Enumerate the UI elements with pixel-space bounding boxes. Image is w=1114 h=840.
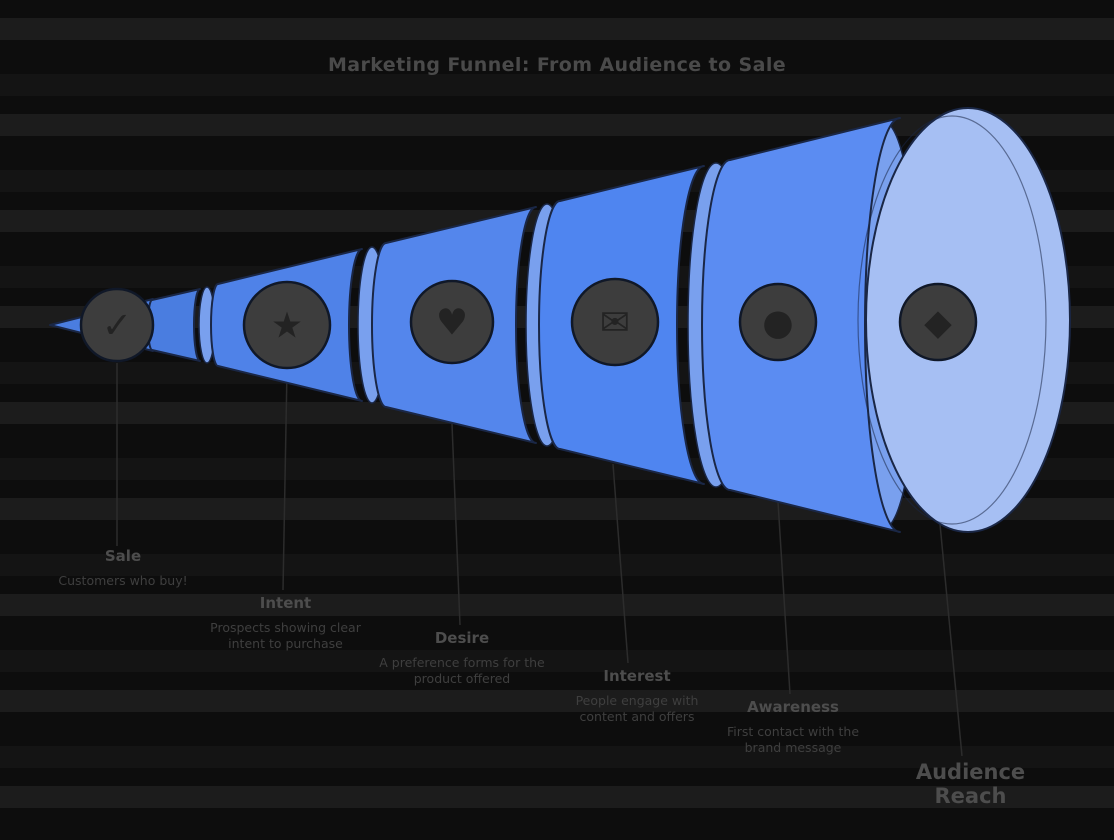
stage-desc: First contact with the brand message (726, 724, 860, 756)
stage-name: Intent (259, 594, 312, 612)
leader-line-2 (282, 369, 288, 591)
stage-name: Desire (434, 629, 490, 647)
leader-line-5 (777, 501, 791, 695)
badge-5 (738, 282, 818, 362)
leader-line-4 (612, 463, 629, 664)
stage-name: Audience Reach (915, 760, 1026, 809)
page-title: Marketing Funnel: From Audience to Sale (327, 54, 787, 76)
mail-icon: ✉ (600, 303, 630, 344)
stage-label-5: Awareness First contact with the brand m… (708, 698, 878, 757)
star-icon: ★ (271, 306, 303, 347)
stage-desc: Prospects showing clear intent to purcha… (210, 620, 361, 652)
badge-6 (898, 282, 978, 362)
funnel-section-1 (147, 288, 201, 362)
badge-4 (570, 277, 660, 367)
heart-icon: ♥ (436, 303, 468, 344)
stage-name: Interest (603, 667, 671, 685)
funnel-mouth-inner-rim (857, 115, 1047, 525)
dot-icon: ● (762, 303, 793, 344)
leader-line-3 (451, 423, 461, 626)
stage-label-2: Intent Prospects showing clear intent to… (203, 594, 368, 653)
stage-label-1: Sale Customers who buy! (48, 547, 198, 589)
stage-label-4: Interest People engage with content and … (552, 667, 722, 726)
diamond-icon: ◆ (924, 303, 952, 344)
check-icon: ✓ (102, 306, 132, 347)
stage-desc: People engage with content and offers (575, 693, 699, 725)
stage-name: Awareness (747, 698, 839, 716)
badge-2 (242, 280, 332, 370)
badge-1 (79, 287, 155, 363)
stage-desc: A preference forms for the product offer… (379, 655, 545, 687)
stage-desc: Customers who buy! (58, 573, 188, 588)
stage-name: Sale (104, 547, 142, 565)
stage-badges: ✓ ★ ♥ ✉ ● ◆ (79, 277, 978, 370)
stage-label-6: Audience Reach (888, 760, 1053, 816)
leader-lines (116, 363, 963, 757)
badge-3 (409, 279, 495, 365)
stage-label-3: Desire A preference forms for the produc… (378, 629, 546, 688)
leader-line-6 (939, 523, 963, 757)
